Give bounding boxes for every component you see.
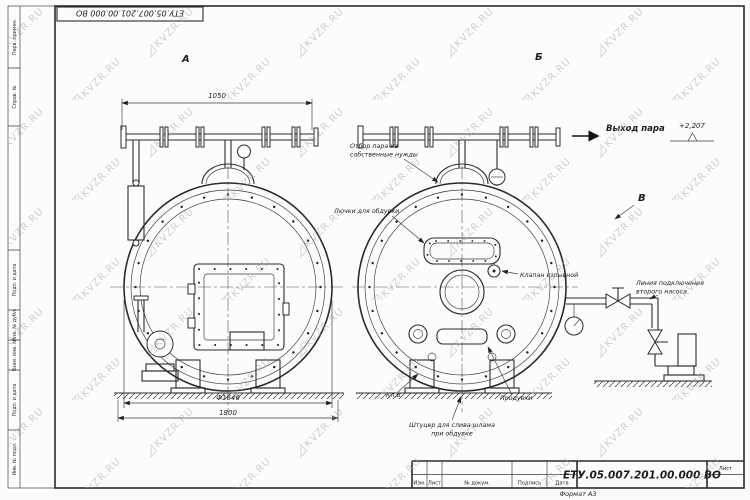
watermark-layer xyxy=(8,6,744,488)
format-label: Формат А3 xyxy=(559,490,596,498)
